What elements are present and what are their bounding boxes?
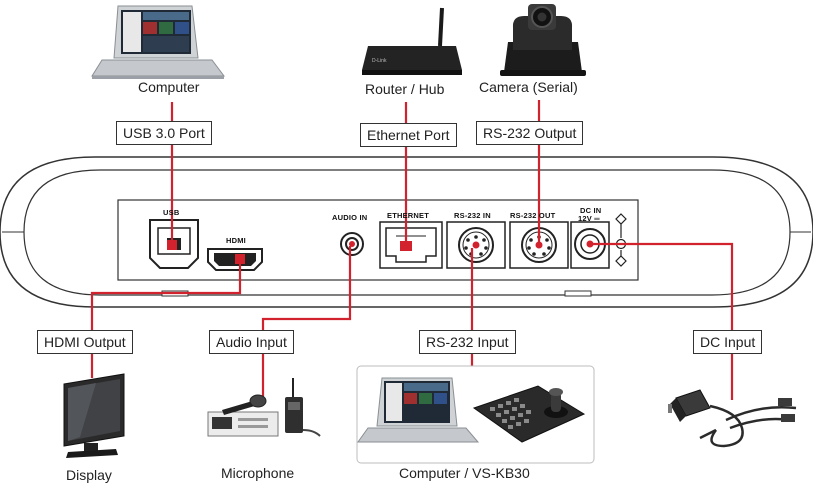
rs232-out-port-label: RS-232 OUT [510,211,556,220]
controller-group [356,365,595,464]
dc-in-port-label: DC IN [580,206,602,215]
usb-port-label: USB [163,208,180,217]
display-illustration [63,373,125,458]
camera-label: Camera (Serial) [479,79,578,95]
usb-port [149,219,199,269]
power-adapter-illustration [668,389,797,448]
display-label: Display [66,467,112,483]
microphone-illustration [207,378,321,437]
ethernet-connection-box: Ethernet Port [360,123,457,147]
polarity-icon [615,213,627,267]
audio-in-port-label: AUDIO IN [332,213,368,222]
dc-input-box: DC Input [693,330,763,354]
hdmi-port-label: HDMI [226,236,246,245]
audio-input-box: Audio Input [209,330,294,354]
router-label: Router / Hub [365,81,445,97]
connector-dots [167,240,594,264]
rs232-input-box: RS-232 Input [419,330,516,354]
dc-voltage-label: 12V ═ [578,214,600,223]
laptop-illustration [91,5,225,79]
usb-connection-box: USB 3.0 Port [116,121,212,145]
router-illustration: D-Link [362,7,462,75]
hdmi-output-box: HDMI Output [37,330,133,354]
ethernet-port-label: ETHERNET [387,211,430,220]
rs232-output-box: RS-232 Output [476,121,584,145]
camera-illustration [500,4,586,76]
rs232-in-port-label: RS-232 IN [454,211,491,220]
computer-label: Computer [138,79,200,95]
computer-kb-label: Computer / VS-KB30 [399,465,530,481]
microphone-label: Microphone [221,465,295,481]
router-brand: D-Link [372,58,387,64]
